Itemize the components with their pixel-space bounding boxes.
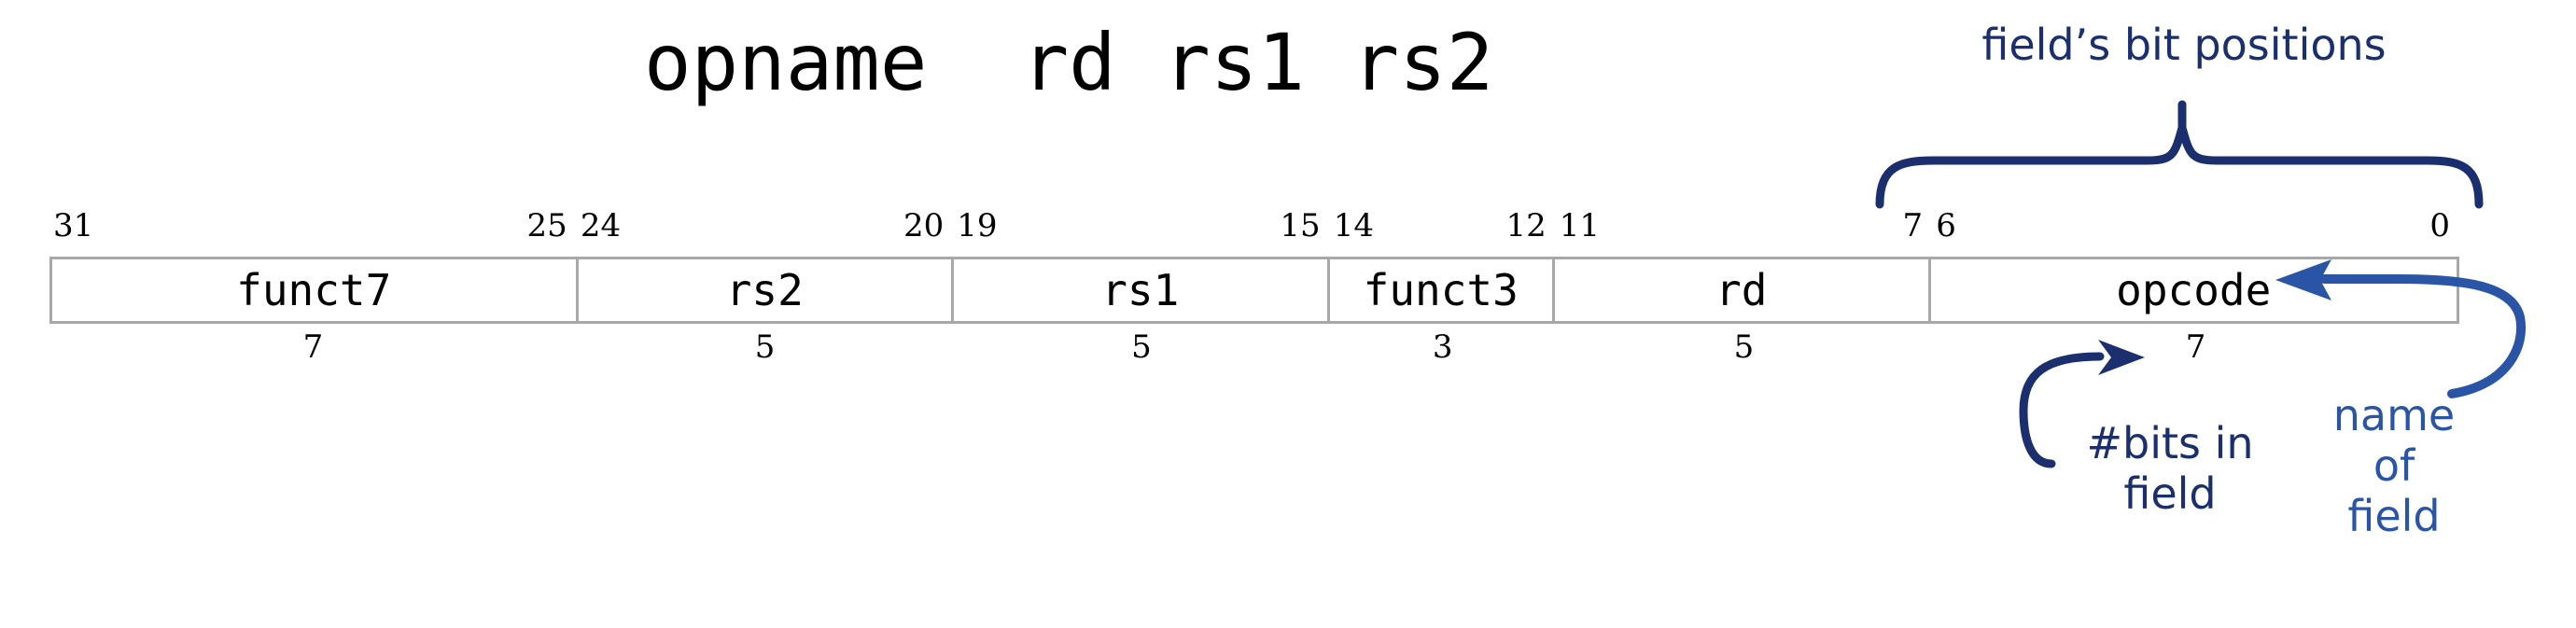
annotation-field-name: name of field xyxy=(2332,390,2456,541)
annotation-num-bits: #bits in field xyxy=(2086,418,2254,519)
field-cell-rs1: rs1 xyxy=(954,259,1330,321)
field-label: rs1 xyxy=(1101,265,1180,315)
field-width-rs2: 5 xyxy=(754,328,776,366)
field-cell-rs2: rs2 xyxy=(579,259,954,321)
field-label: opcode xyxy=(2116,265,2272,315)
curly-brace-bit-positions xyxy=(1875,123,2484,209)
field-cell-funct3: funct3 xyxy=(1330,259,1555,321)
field-width-opcode: 7 xyxy=(2185,328,2206,366)
instruction-field-box: funct7 rs2 rs1 funct3 rd opcode xyxy=(49,257,2459,324)
bit-number-low-funct3: 12 xyxy=(1505,207,1547,244)
field-label: rs2 xyxy=(725,265,804,315)
field-width-funct7: 7 xyxy=(302,328,324,366)
bit-number-low-opcode: 0 xyxy=(2429,207,2450,244)
bit-number-low-rd: 7 xyxy=(1902,207,1924,244)
field-width-funct3: 3 xyxy=(1432,328,1453,366)
field-label: funct7 xyxy=(236,265,392,315)
bit-number-low-rs2: 20 xyxy=(903,207,945,244)
field-label: funct3 xyxy=(1363,265,1519,315)
field-width-rs1: 5 xyxy=(1131,328,1152,366)
field-cell-rd: rd xyxy=(1555,259,1931,321)
field-width-rd: 5 xyxy=(1733,328,1755,366)
field-cell-opcode: opcode xyxy=(1931,259,2457,321)
bit-number-low-funct7: 25 xyxy=(526,207,567,244)
field-label: rd xyxy=(1715,265,1768,315)
bit-number-high-rs2: 24 xyxy=(580,207,622,244)
field-width-row: 7 5 5 3 5 7 xyxy=(49,328,2459,373)
bit-number-high-funct7: 31 xyxy=(53,207,94,244)
bit-number-high-opcode: 6 xyxy=(1936,207,1956,244)
bit-number-high-funct3: 14 xyxy=(1333,207,1374,244)
bit-number-high-rs1: 19 xyxy=(957,207,998,244)
bit-number-low-rs1: 15 xyxy=(1280,207,1321,244)
annotation-bit-positions: field’s bit positions xyxy=(1981,20,2387,70)
bit-number-high-rd: 11 xyxy=(1559,207,1601,244)
assembly-syntax-line: opname rd rs1 rs2 xyxy=(644,17,1494,108)
field-cell-funct7: funct7 xyxy=(52,259,579,321)
